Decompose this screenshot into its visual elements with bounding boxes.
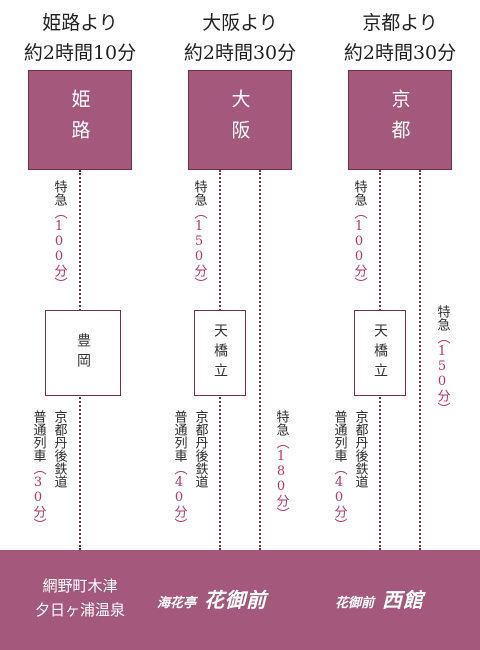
city-box-kyoto: 京都 — [348, 70, 452, 170]
label-tango-railway: 京都丹後鉄道 — [51, 410, 67, 488]
header-time: 約2時間30分 — [183, 42, 297, 64]
label-local-train: 普通列車（30分） — [30, 410, 46, 531]
destination-area: 網野町木津 夕日ヶ浦温泉 — [20, 574, 140, 622]
header-osaka: 大阪より 約2時間30分 — [170, 8, 310, 68]
label-himeji-express: 特急（100分） — [51, 180, 67, 290]
header-himeji: 姫路より 約2時間10分 — [10, 8, 150, 68]
label-kyoto-express-direct: 特急（150分） — [434, 305, 450, 415]
city-label: 京都 — [388, 89, 411, 151]
header-time: 約2時間30分 — [343, 42, 457, 64]
inn-nishikan-logo: 花御前 西館 — [335, 584, 424, 613]
destination-area-line1: 網野町木津 — [42, 577, 118, 595]
station-amanohashidate-osaka: 天橋立 — [194, 310, 246, 396]
header-from: 姫路より — [42, 12, 118, 34]
inn2-prefix: 花御前 — [335, 596, 375, 611]
inn2-name: 西館 — [381, 588, 424, 612]
inn1-name: 花御前 — [203, 588, 267, 612]
label-local-train: 普通列車（40分） — [331, 410, 347, 531]
route-line-osaka-express — [259, 170, 261, 550]
label-osaka-express-lower: 特急（180分） — [273, 410, 289, 520]
label-local-train: 普通列車（40分） — [171, 410, 187, 531]
station-label: 天橋立 — [372, 323, 388, 383]
station-amanohashidate-kyoto: 天橋立 — [354, 310, 406, 396]
inn1-prefix: 海花亭 — [157, 596, 197, 611]
city-box-himeji: 姫路 — [28, 70, 132, 170]
route-line-kyoto-express — [419, 170, 421, 550]
label-osaka-express: 特急（150分） — [191, 180, 207, 290]
station-toyooka: 豊岡 — [45, 310, 121, 396]
inn-hanagozen-logo: 海花亭 花御前 — [157, 584, 267, 613]
label-kyoto-express: 特急（100分） — [351, 180, 367, 290]
label-tango-railway: 京都丹後鉄道 — [192, 410, 208, 488]
header-from: 大阪より — [202, 12, 278, 34]
city-label: 姫路 — [68, 89, 91, 151]
destination-area-line2: 夕日ヶ浦温泉 — [34, 601, 125, 619]
city-label: 大阪 — [228, 89, 251, 151]
label-tango-railway: 京都丹後鉄道 — [352, 410, 368, 488]
city-box-osaka: 大阪 — [188, 70, 292, 170]
header-from: 京都より — [362, 12, 438, 34]
header-time: 約2時間10分 — [23, 42, 137, 64]
destination-band: 網野町木津 夕日ヶ浦温泉 海花亭 花御前 花御前 西館 — [0, 550, 480, 650]
header-kyoto: 京都より 約2時間30分 — [330, 8, 470, 68]
station-label: 豊岡 — [75, 333, 91, 373]
station-label: 天橋立 — [212, 323, 228, 383]
